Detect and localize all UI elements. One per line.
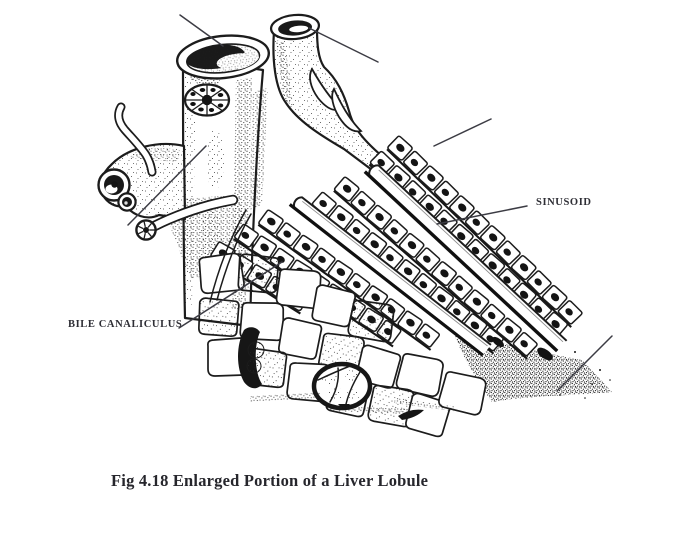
label-sinusoid: SINUSOID — [536, 197, 592, 208]
sinusoid-channel — [363, 164, 568, 353]
vessel-ring-cluster — [311, 361, 373, 411]
junction-shading — [249, 88, 268, 210]
portal-vessel-tube — [269, 13, 385, 172]
leader-sinusoid — [436, 205, 528, 225]
liver-cell-mass — [198, 209, 553, 438]
duct-cut-end — [135, 219, 157, 241]
leader-vessel-left — [127, 145, 207, 226]
small-bile-duct — [114, 102, 239, 241]
leader-central-vein — [179, 14, 224, 47]
leader-lower-right — [556, 335, 613, 392]
sinusoid-channel — [288, 196, 492, 357]
branch-slit — [309, 67, 343, 111]
leader-bile-canaliculus — [178, 261, 283, 329]
leader-vessel-top-right — [308, 27, 379, 63]
left-vessel-branch — [97, 142, 187, 221]
bile-duct-rosette — [183, 83, 231, 117]
vessel-mouth-small — [117, 192, 137, 212]
figure-caption: Fig 4.18 Enlarged Portion of a Liver Lob… — [111, 471, 429, 490]
leader-hepatic-plate — [433, 118, 492, 147]
label-bile-canaliculus: BILE CANALICULUS — [68, 319, 183, 330]
branch-slit — [331, 87, 363, 133]
vessel-mouth-large — [97, 168, 131, 202]
